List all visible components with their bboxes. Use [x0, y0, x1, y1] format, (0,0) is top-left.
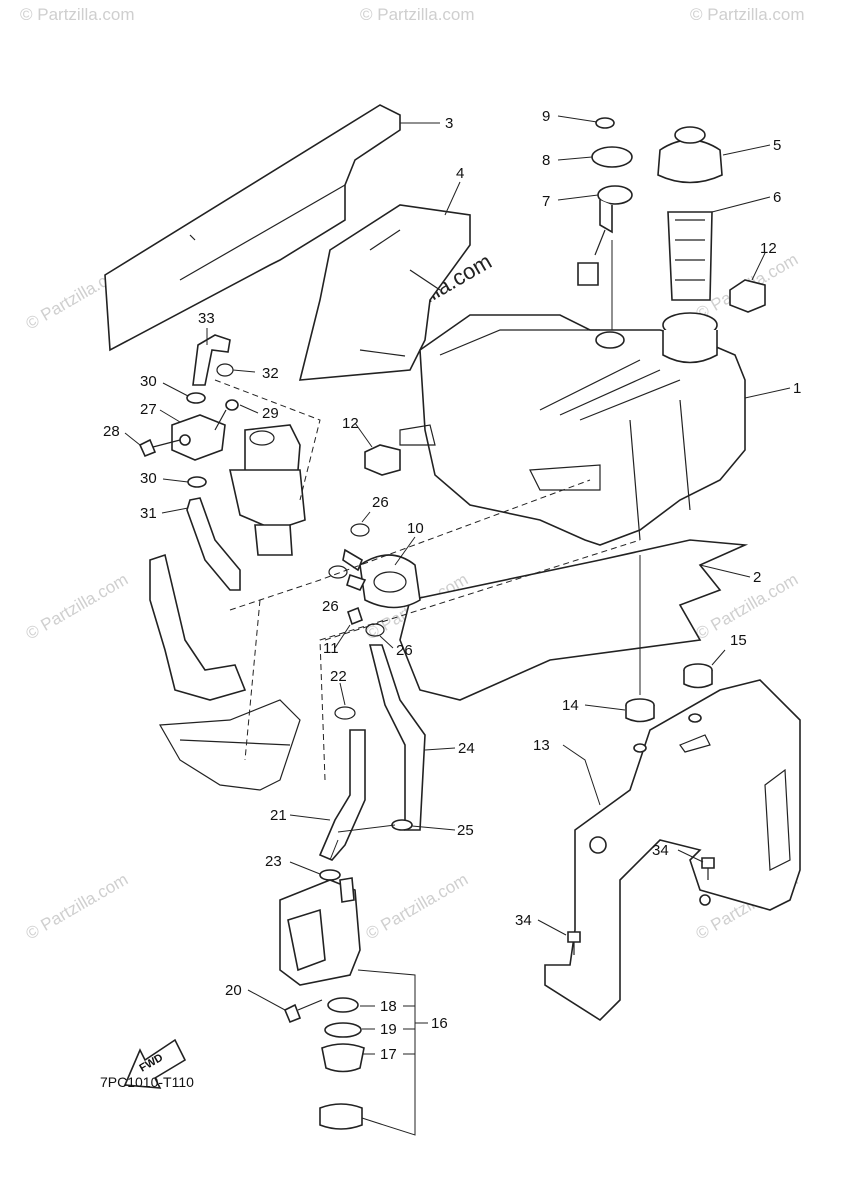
part-3-heat-shield: [104, 104, 401, 352]
callout-25: 25: [457, 822, 474, 839]
callout-34-lower: 34: [515, 912, 532, 929]
part-5-fuel-cap: [657, 126, 723, 184]
callout-5: 5: [773, 137, 781, 154]
part-32-clip: [216, 363, 234, 377]
watermark-center-3: © Partzilla.com: [363, 870, 472, 944]
part-29-bolt: [214, 399, 239, 431]
part-10-fuel-pump: [342, 548, 421, 609]
fwd-arrow-icon: FWD: [123, 1038, 187, 1089]
callout-10: 10: [407, 520, 424, 537]
part-33-hose: [192, 334, 231, 386]
part-9-washer: [595, 117, 615, 129]
callout-22: 22: [330, 668, 347, 685]
part-30-clip-lower: [187, 476, 207, 488]
part-2-pad: [399, 539, 749, 701]
callout-9: 9: [542, 108, 550, 125]
callout-21: 21: [270, 807, 287, 824]
part-19-o-ring: [324, 1022, 362, 1038]
callout-30-lower: 30: [140, 470, 157, 487]
callout-34-upper: 34: [652, 842, 669, 859]
callout-32: 32: [262, 365, 279, 382]
callouts: 3 4 9 8 7 5 6 12 1 2 33 32 30 27 29 28 1…: [100, 108, 801, 1090]
callout-26-upper: 26: [372, 494, 389, 511]
callout-19: 19: [380, 1021, 397, 1038]
callout-33: 33: [198, 310, 215, 327]
callout-24: 24: [458, 740, 475, 757]
callout-6: 6: [773, 189, 781, 206]
part-34-bolt-upper: [701, 857, 715, 880]
part-11-bolt: [347, 606, 363, 626]
part-31-hose: [186, 497, 241, 591]
part-7-fuel-sender: [577, 185, 633, 330]
watermark-top-left: © Partzilla.com: [20, 5, 135, 24]
callout-26-middle: 26: [322, 598, 339, 615]
callout-28: 28: [103, 423, 120, 440]
callout-31: 31: [140, 505, 157, 522]
callout-16: 16: [431, 1015, 448, 1032]
callout-26-lower: 26: [396, 642, 413, 659]
part-20-screw: [283, 999, 323, 1024]
watermark-left-3: © Partzilla.com: [23, 870, 132, 944]
part-23-clip: [319, 869, 341, 881]
callout-3: 3: [445, 115, 453, 132]
part-17-cup: [321, 1043, 365, 1073]
part-30-clip-upper: [186, 392, 206, 404]
callout-15: 15: [730, 632, 747, 649]
callout-12-right: 12: [760, 240, 777, 257]
leader-lines: [124, 115, 791, 1136]
callout-29: 29: [262, 405, 279, 422]
callout-23: 23: [265, 853, 282, 870]
part-34-bolt-lower: [567, 931, 581, 955]
callout-1: 1: [793, 380, 801, 397]
vent-hose: [149, 553, 301, 791]
callout-4: 4: [456, 165, 464, 182]
part-16-nut: [319, 1103, 363, 1130]
callout-12-left: 12: [342, 415, 359, 432]
part-28-bolt: [138, 438, 181, 458]
callout-30-upper: 30: [140, 373, 157, 390]
watermark-top-center: © Partzilla.com: [360, 5, 475, 24]
watermark-top-right: © Partzilla.com: [690, 5, 805, 24]
dashed-guides: [214, 379, 641, 781]
part-22-clip: [334, 706, 356, 720]
part-26-clip-upper: [350, 523, 370, 537]
callout-13: 13: [533, 737, 550, 754]
part-14-grommet: [625, 698, 655, 723]
part-4-panel: [298, 204, 471, 381]
part-1-fuel-tank: [399, 314, 746, 546]
callout-7: 7: [542, 193, 550, 210]
part-24-hose: [368, 644, 426, 831]
callout-18: 18: [380, 998, 397, 1015]
part-13-bracket: [544, 679, 801, 1022]
part-18-screen: [327, 997, 359, 1013]
callout-2: 2: [753, 569, 761, 586]
callout-14: 14: [562, 697, 579, 714]
callout-20: 20: [225, 982, 242, 999]
fuel-cock: [279, 877, 361, 986]
callout-27: 27: [140, 401, 157, 418]
part-12-damper-right: [729, 279, 766, 313]
part-6-strainer: [662, 211, 718, 364]
part-21-hose: [318, 729, 366, 861]
part-8-gasket: [591, 146, 633, 168]
callout-17: 17: [380, 1046, 397, 1063]
callout-11: 11: [323, 640, 339, 657]
part-26-clip-middle: [328, 565, 348, 579]
callout-8: 8: [542, 152, 550, 169]
part-15-grommet: [683, 663, 713, 689]
part-27-joint: [171, 414, 226, 461]
carburetor: [229, 424, 306, 556]
diagram-code: 7PC1010-T110: [100, 1074, 194, 1090]
part-12-damper-left: [364, 444, 401, 476]
watermark-left-2: © Partzilla.com: [23, 570, 132, 644]
